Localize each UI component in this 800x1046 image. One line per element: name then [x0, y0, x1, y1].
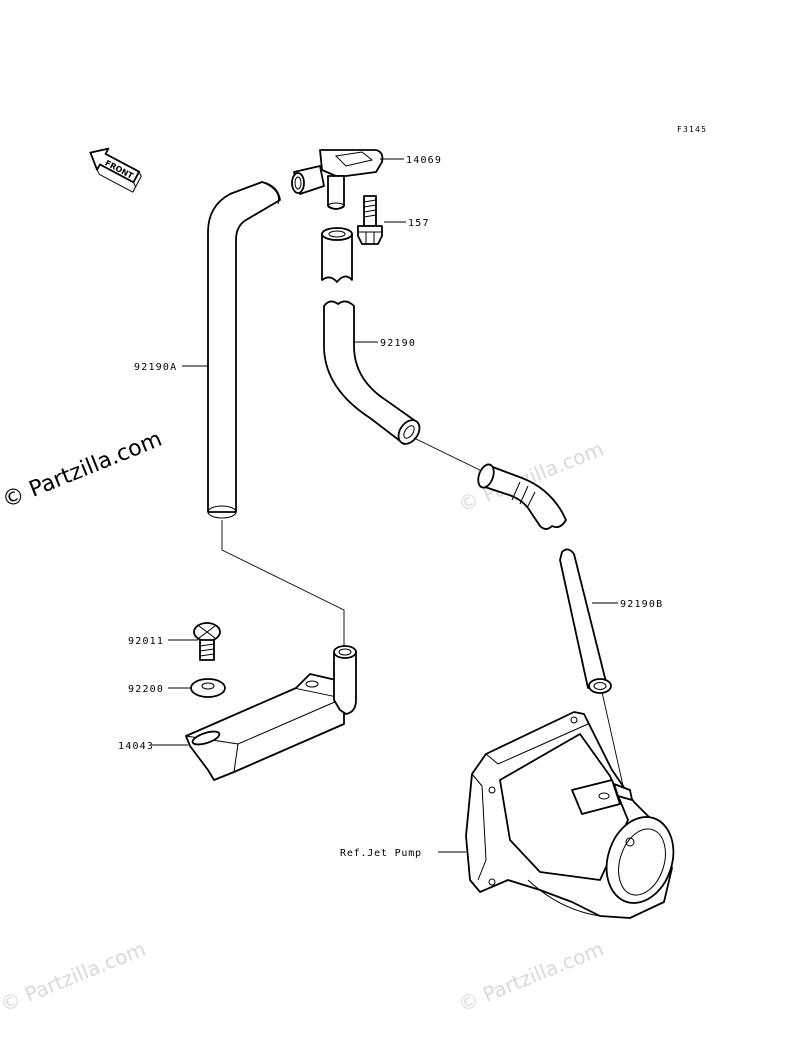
watermark-bottom-right: © Partzilla.com — [455, 937, 607, 1017]
screw-92011 — [193, 622, 221, 661]
front-arrow-icon: FRONT — [89, 147, 142, 193]
callout-92200: 92200 — [128, 684, 164, 695]
svg-text:© Partzilla.com: © Partzilla.com — [455, 937, 607, 1017]
watermark-main: © Partzilla.com — [0, 427, 166, 514]
svg-text:© Partzilla.com: © Partzilla.com — [0, 427, 166, 514]
bolt-157 — [357, 195, 383, 245]
hose-92190 — [323, 300, 421, 445]
callout-157: 157 — [408, 218, 430, 229]
jet-pump — [465, 711, 675, 919]
connector-line-right — [601, 691, 625, 791]
callout-14069: 14069 — [406, 155, 442, 166]
fitting-14069 — [291, 149, 384, 210]
callout-92190: 92190 — [380, 338, 416, 349]
bracket-14043 — [185, 645, 357, 781]
callout-92190A: 92190A — [134, 362, 177, 373]
svg-text:© Partzilla.com: © Partzilla.com — [0, 937, 149, 1017]
elbow-hose-piece — [477, 463, 567, 530]
short-hose-piece — [321, 227, 353, 283]
figure-code: F3145 — [677, 125, 707, 134]
washer-92200 — [190, 678, 226, 698]
callout-jet-pump: Ref.Jet Pump — [340, 848, 422, 859]
callout-92011: 92011 — [128, 636, 164, 647]
hose-92190A — [207, 181, 281, 519]
watermark-bottom-left: © Partzilla.com — [0, 937, 149, 1017]
callout-14043: 14043 — [118, 741, 154, 752]
connector-line-left — [221, 520, 345, 646]
hose-92190B — [559, 548, 612, 694]
connector-line-center — [413, 437, 489, 475]
callout-92190B: 92190B — [620, 599, 663, 610]
